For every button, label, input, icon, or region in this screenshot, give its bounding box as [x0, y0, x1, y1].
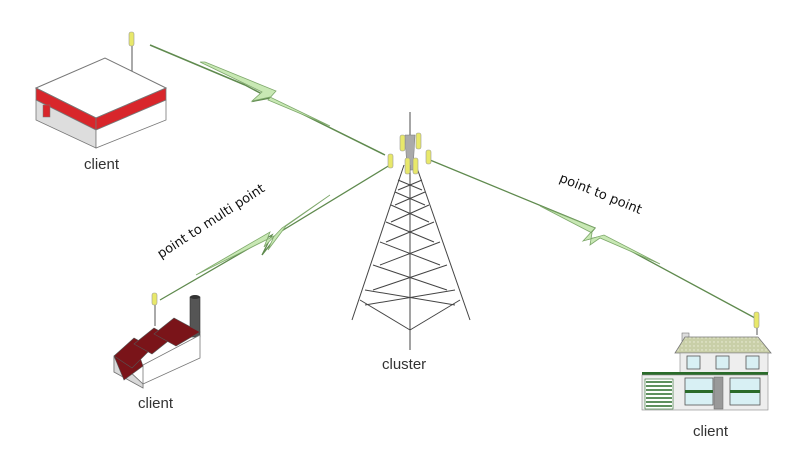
antenna-icon [753, 311, 760, 329]
antenna-array-icon [387, 132, 432, 175]
antenna-icon [128, 31, 135, 47]
store-client-label: client [84, 156, 120, 173]
link-factory [159, 164, 391, 301]
cluster-tower[interactable] [351, 112, 471, 350]
client-store-building[interactable] [34, 31, 168, 149]
link-house [429, 159, 756, 319]
client-house-building[interactable] [641, 311, 772, 411]
client-factory-building[interactable] [113, 292, 201, 389]
link-store [149, 44, 386, 156]
cluster-label: cluster [382, 356, 427, 373]
antenna-icon [151, 292, 158, 306]
factory-client-label: client [138, 395, 174, 412]
house-client-label: client [693, 423, 729, 440]
